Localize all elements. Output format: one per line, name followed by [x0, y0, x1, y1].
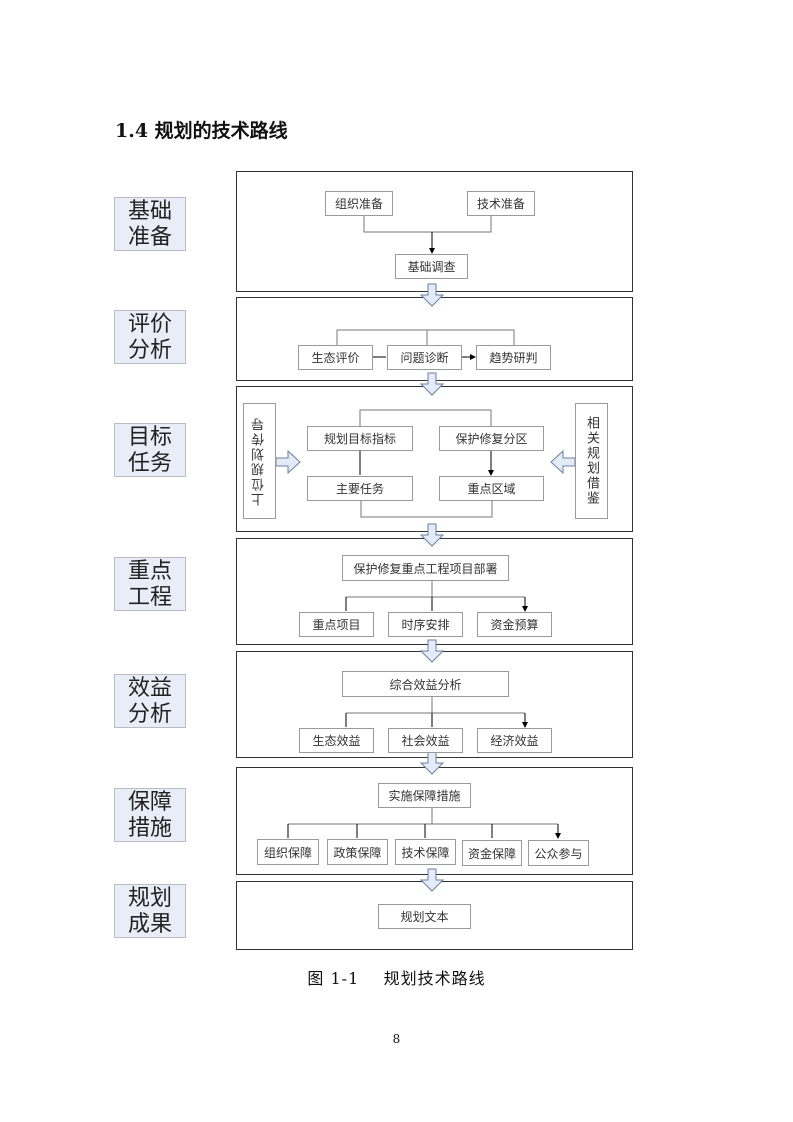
flow-box: 资金预算 [477, 612, 552, 637]
flow-box: 规划文本 [378, 904, 471, 929]
flow-box: 基础调查 [395, 254, 468, 279]
page-number: 8 [392, 1032, 401, 1046]
label-line: 分析 [127, 338, 172, 363]
flow-arrow [419, 523, 445, 547]
label-line: 目标 [127, 425, 172, 450]
flow-box: 规划目标指标 [307, 426, 413, 451]
flow-box: 政策保障 [327, 839, 388, 865]
flow-box: 公众参与 [528, 840, 589, 866]
flow-arrow [419, 751, 445, 775]
label-line: 基础 [127, 199, 172, 224]
flow-box: 时序安排 [388, 612, 463, 637]
flow-box: 趋势研判 [476, 345, 551, 370]
flow-box-vertical: 上位规划传导 [243, 403, 276, 519]
flow-box: 保护修复重点工程项目部署 [342, 555, 509, 581]
flow-arrow [419, 639, 445, 663]
label-line: 准备 [127, 225, 172, 250]
flow-box: 综合效益分析 [342, 671, 509, 697]
label-line: 成果 [127, 912, 172, 937]
flow-arrow [419, 868, 445, 892]
flow-box: 社会效益 [388, 728, 463, 753]
flow-arrow [419, 283, 445, 307]
side-arrow-left [550, 449, 576, 475]
flow-arrow [419, 372, 445, 396]
label-line: 任务 [127, 451, 172, 476]
flow-box: 重点区域 [439, 476, 544, 501]
section-heading: 1.4 规划的技术路线 [115, 120, 288, 142]
label-line: 效益 [127, 676, 172, 701]
label-line: 保障 [127, 790, 172, 815]
flow-box-vertical: 相关规划借鉴 [575, 403, 608, 519]
label-line: 工程 [127, 585, 172, 610]
label-line: 措施 [127, 816, 172, 841]
flow-box: 保护修复分区 [439, 426, 544, 451]
label-line: 分析 [127, 702, 172, 727]
flow-box: 重点项目 [299, 612, 374, 637]
flow-box: 主要任务 [307, 476, 413, 501]
side-arrow-right [275, 449, 301, 475]
label-line: 评价 [127, 312, 172, 337]
flow-box: 技术保障 [395, 839, 456, 865]
flow-box: 生态效益 [299, 728, 374, 753]
flow-box: 生态评价 [298, 345, 373, 370]
flow-box: 技术准备 [467, 191, 535, 216]
flow-box: 组织保障 [257, 839, 319, 865]
figure-caption: 图 1-1 规划技术路线 [307, 969, 486, 988]
flow-box: 经济效益 [477, 728, 552, 753]
flow-box: 实施保障措施 [378, 783, 471, 808]
label-line: 规划 [127, 886, 172, 911]
flow-box: 问题诊断 [387, 345, 462, 370]
stage-label-basic-prep: 基础准备 [114, 197, 195, 260]
flow-box: 组织准备 [325, 191, 393, 216]
flow-box: 资金保障 [462, 840, 522, 866]
label-line: 重点 [127, 559, 172, 584]
